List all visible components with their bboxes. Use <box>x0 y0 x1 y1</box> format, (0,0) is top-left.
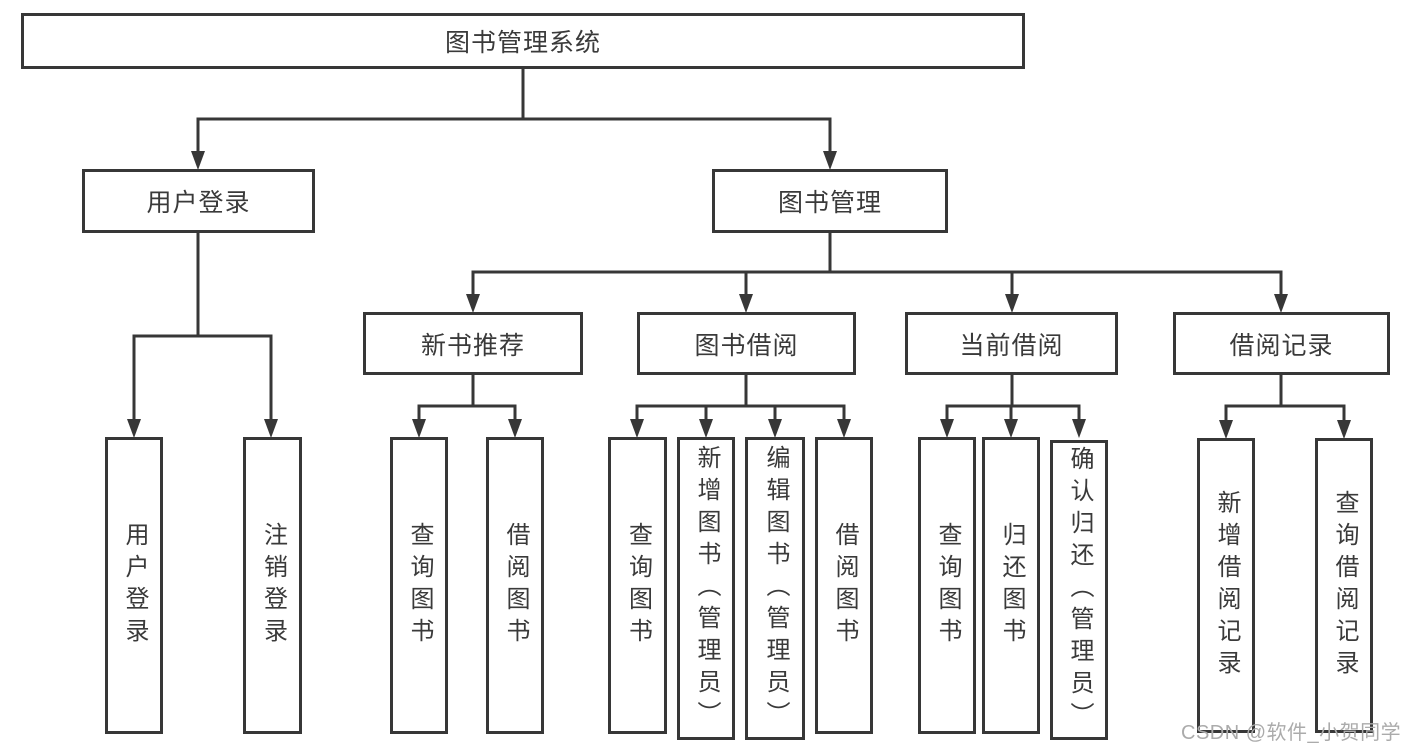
leaf-query-book-borrowing-label: 查询图书 <box>624 521 652 650</box>
leaf-query-borrow-record: 查询借阅记录 <box>1315 438 1373 733</box>
leaf-borrow-book-label: 借阅图书 <box>831 521 858 650</box>
csdn-watermark: CSDN @软件_小贺同学 <box>1181 722 1402 744</box>
leaf-edit-book-admin: 编辑图书（管理员） <box>745 437 805 740</box>
leaf-query-book-current: 查询图书 <box>918 437 976 734</box>
node-new-book-recommendation-label: 新书推荐 <box>420 331 525 360</box>
leaf-query-book-borrowing: 查询图书 <box>608 437 667 734</box>
leaf-edit-book-admin-label: 编辑图书（管理员） <box>762 444 789 733</box>
leaf-user-login-label: 用户登录 <box>121 521 148 650</box>
node-current-borrowing-label: 当前借阅 <box>959 331 1064 360</box>
leaf-borrow-book-recommend-label: 借阅图书 <box>502 521 529 650</box>
leaf-query-borrow-record-label: 查询借阅记录 <box>1331 489 1358 682</box>
node-library-system-label: 图书管理系统 <box>444 29 601 57</box>
node-borrow-records-label: 借阅记录 <box>1229 331 1334 360</box>
node-borrow-records: 借阅记录 <box>1173 312 1390 375</box>
leaf-query-book-current-label: 查询图书 <box>934 521 961 650</box>
leaf-add-borrow-record: 新增借阅记录 <box>1197 438 1255 733</box>
leaf-return-book-label: 归还图书 <box>998 521 1025 650</box>
leaf-query-book-recommend-label: 查询图书 <box>406 521 433 650</box>
leaf-add-book-admin: 新增图书（管理员） <box>677 437 735 740</box>
leaf-user-login: 用户登录 <box>105 437 163 734</box>
leaf-borrow-book-recommend: 借阅图书 <box>486 437 544 734</box>
node-library-system: 图书管理系统 <box>21 13 1025 69</box>
node-book-management: 图书管理 <box>712 169 948 233</box>
leaf-confirm-return-admin-label: 确认归还（管理员） <box>1066 446 1093 734</box>
node-user-login: 用户登录 <box>82 169 315 233</box>
leaf-add-book-admin-label: 新增图书（管理员） <box>693 444 720 733</box>
leaf-return-book: 归还图书 <box>982 437 1040 734</box>
leaf-query-book-recommend: 查询图书 <box>390 437 448 734</box>
node-new-book-recommendation: 新书推荐 <box>363 312 583 375</box>
leaf-add-borrow-record-label: 新增借阅记录 <box>1213 489 1240 682</box>
leaf-logout: 注销登录 <box>243 437 302 734</box>
node-book-management-label: 图书管理 <box>777 189 882 217</box>
leaf-confirm-return-admin: 确认归还（管理员） <box>1050 440 1108 740</box>
node-book-borrowing-label: 图书借阅 <box>694 331 799 360</box>
node-user-login-label: 用户登录 <box>146 189 251 217</box>
leaf-logout-label: 注销登录 <box>259 521 287 650</box>
node-book-borrowing: 图书借阅 <box>637 312 856 375</box>
node-current-borrowing: 当前借阅 <box>905 312 1118 375</box>
leaf-borrow-book: 借阅图书 <box>815 437 873 734</box>
